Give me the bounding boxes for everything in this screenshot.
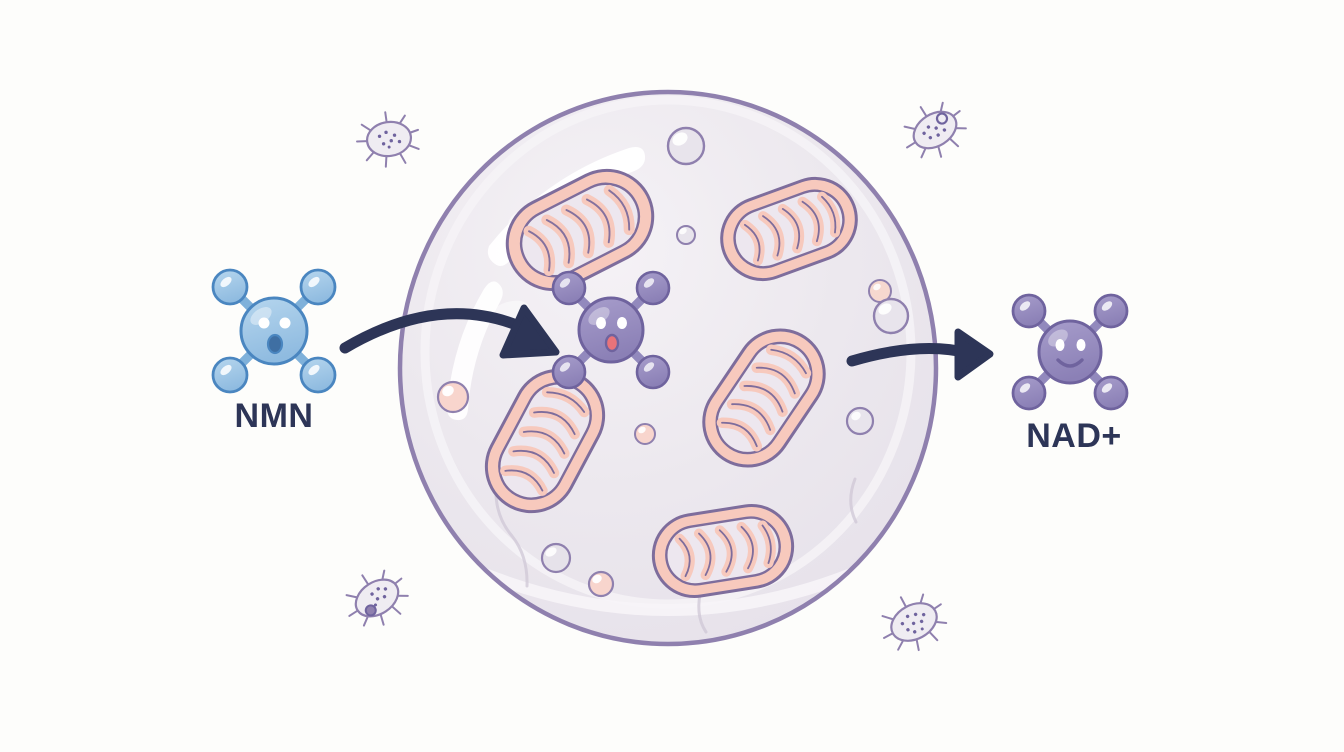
microbe-top-left — [356, 111, 420, 168]
arrow-layer — [339, 304, 994, 381]
microbe-top-right — [903, 101, 967, 159]
vesicle-pink-left — [436, 380, 470, 414]
face-surprised — [596, 317, 627, 353]
arrow-nmn-to-cell — [339, 304, 560, 359]
face-smiling — [1055, 339, 1086, 368]
mitochondrion-top-right — [720, 176, 858, 282]
vesicle-clear-tiny — [676, 225, 696, 245]
vesicle-clear-top — [666, 126, 706, 166]
microbe-bottom-left — [345, 569, 409, 627]
arrow-cell-to-nad — [846, 328, 994, 381]
mitochondrion-top-left — [505, 168, 655, 292]
mitochondrion-middle-right — [702, 328, 826, 468]
nad-molecule: NAD+ — [1011, 293, 1129, 455]
vesicle-pink-bottom — [587, 570, 615, 598]
vesicle-layer — [436, 126, 910, 598]
intermediate-molecule — [551, 270, 671, 390]
cell-membrane — [397, 89, 939, 647]
cell-interior — [420, 95, 916, 634]
face-surprised — [258, 317, 291, 355]
vesicle-pink-small — [634, 423, 656, 445]
mitochondria-layer — [484, 168, 858, 599]
microbe-bottom-right — [881, 593, 948, 652]
vesicle-clear-bottom — [540, 542, 572, 574]
vesicle-clear-lower — [845, 406, 875, 436]
microbe-layer — [345, 101, 967, 652]
nmn-molecule: NMN — [211, 268, 337, 435]
nmn-label: NMN — [235, 397, 314, 435]
nad-label: NAD+ — [1026, 417, 1122, 455]
mitochondrion-bottom — [651, 503, 795, 599]
vesicle-clear-right — [872, 297, 910, 335]
cell-body — [397, 89, 939, 647]
